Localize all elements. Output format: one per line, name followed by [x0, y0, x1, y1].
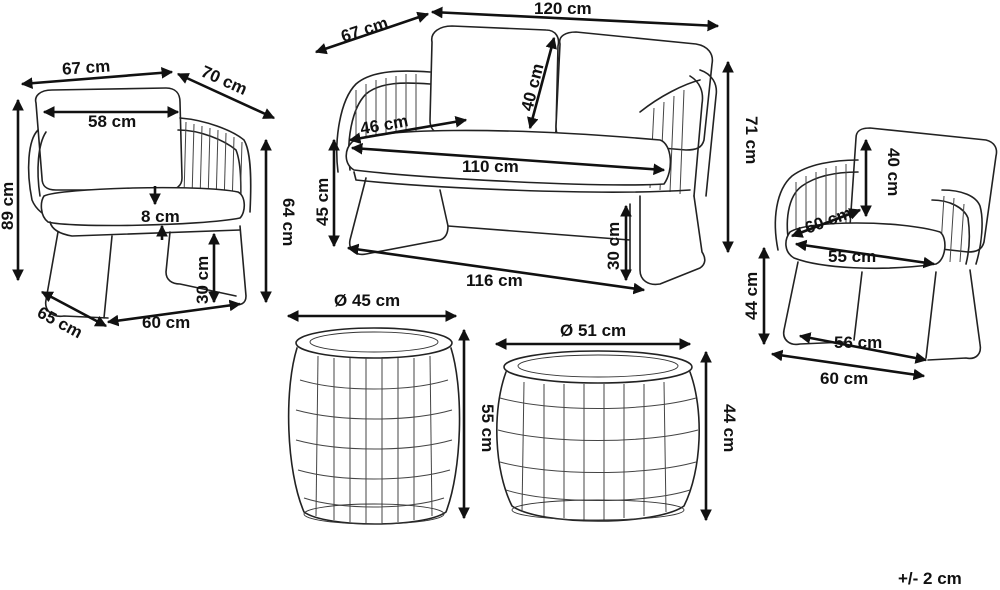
label-table-small-diameter: Ø 45 cm	[334, 291, 400, 310]
label-armchair-right-seat-height: 44 cm	[742, 272, 761, 320]
label-armchair-left-seat-height: 30 cm	[193, 256, 212, 304]
label-armchair-right-seat-width: 55 cm	[828, 247, 876, 266]
label-armchair-left-arm-height: 64 cm	[279, 198, 298, 246]
label-armchair-left-depth-top: 70 cm	[198, 62, 250, 99]
label-armchair-left-height: 89 cm	[0, 182, 17, 230]
label-sofa-seat-height: 45 cm	[313, 178, 332, 226]
label-armchair-left-base-width: 60 cm	[142, 313, 190, 332]
sofa-drawing	[336, 25, 718, 286]
label-sofa-depth-top: 67 cm	[339, 13, 391, 46]
label-table-small-height: 55 cm	[478, 404, 497, 452]
label-table-large-height: 44 cm	[720, 404, 739, 452]
label-armchair-right-base-width: 60 cm	[820, 369, 868, 388]
side-table-small-drawing	[287, 327, 461, 525]
label-sofa-width-top: 120 cm	[534, 0, 592, 18]
label-sofa-height: 71 cm	[742, 116, 761, 164]
label-armchair-right-back-cushion-height: 40 cm	[884, 148, 903, 196]
side-table-large-drawing	[496, 350, 700, 522]
label-sofa-base-width: 116 cm	[466, 271, 523, 290]
label-armchair-left-base-depth: 65 cm	[34, 303, 85, 342]
label-armchair-right-base-depth: 56 cm	[834, 333, 882, 352]
label-table-large-diameter: Ø 51 cm	[560, 321, 626, 340]
label-armchair-left-width-top: 67 cm	[61, 56, 110, 78]
label-armchair-left-seat-width: 58 cm	[88, 112, 136, 131]
label-armchair-left-cushion-thickness: 8 cm	[141, 207, 180, 226]
label-sofa-seat-width: 110 cm	[462, 157, 519, 176]
label-sofa-leg-height: 30 cm	[604, 222, 623, 270]
dimension-labels: 67 cm 70 cm 58 cm 89 cm 8 cm 64 cm 30 cm…	[0, 0, 962, 588]
armchair-left-drawing	[27, 87, 252, 319]
tolerance-note: +/- 2 cm	[898, 569, 962, 588]
dimension-lines	[12, 6, 936, 522]
